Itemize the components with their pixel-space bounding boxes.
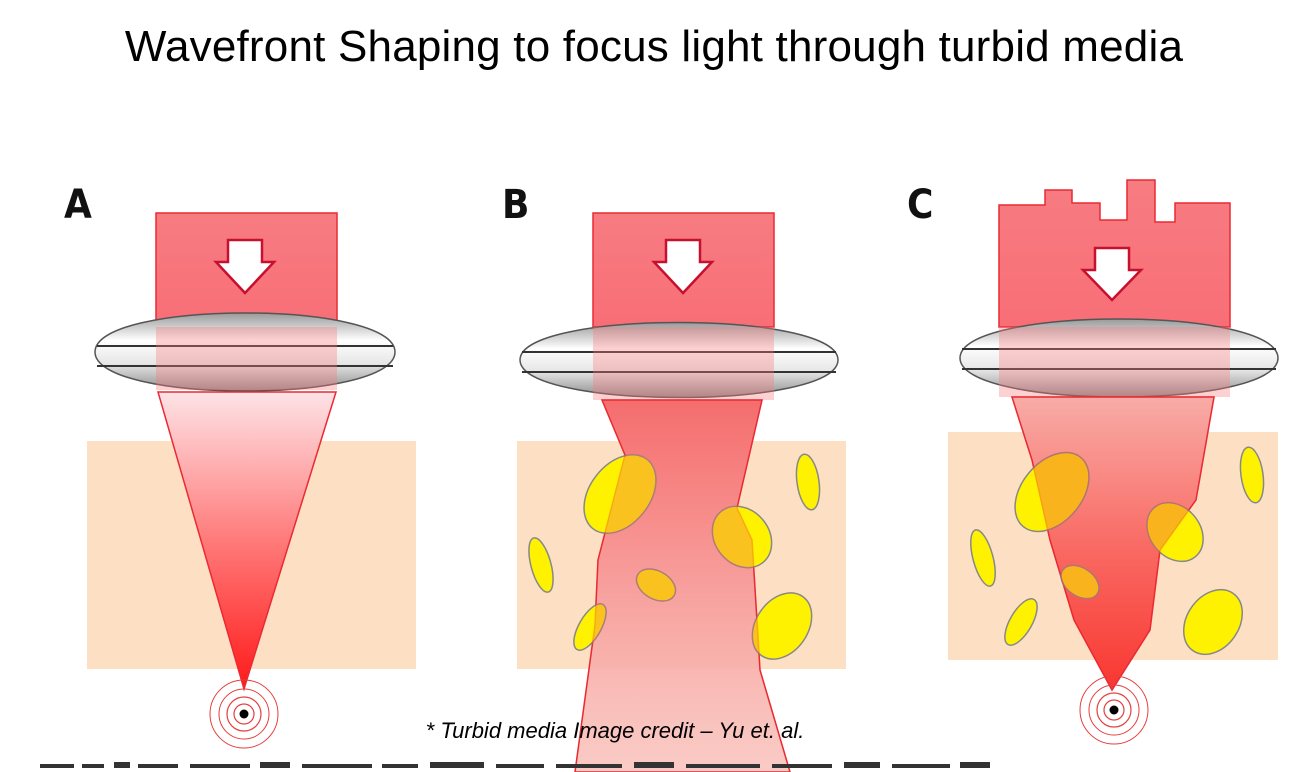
slide-title: Wavefront Shaping to focus light through… xyxy=(124,22,1184,71)
beam-overlay-b xyxy=(574,399,791,772)
panel-label-c: C xyxy=(907,182,933,228)
beam-overlay-c xyxy=(1010,396,1215,692)
panel-a: A xyxy=(64,182,416,749)
panel-b: B xyxy=(502,182,846,772)
focus-spot-a xyxy=(209,679,279,749)
lens-b xyxy=(519,321,839,400)
down-arrow-icon xyxy=(1080,246,1144,302)
panel-label-a: A xyxy=(64,182,92,228)
down-arrow-icon xyxy=(651,238,715,295)
cutoff-text-fragment xyxy=(40,762,990,768)
panel-c: C xyxy=(907,179,1279,745)
image-credit: * Turbid media Image credit – Yu et. al. xyxy=(425,718,805,743)
panel-label-b: B xyxy=(502,182,529,228)
scatterers-b xyxy=(528,453,821,660)
focus-spot-c xyxy=(1079,675,1149,745)
lens-a xyxy=(94,312,396,392)
scatterers-c xyxy=(970,446,1265,656)
focused-cone-a xyxy=(157,391,338,692)
lens-c xyxy=(959,318,1279,398)
down-arrow-icon xyxy=(213,238,277,295)
